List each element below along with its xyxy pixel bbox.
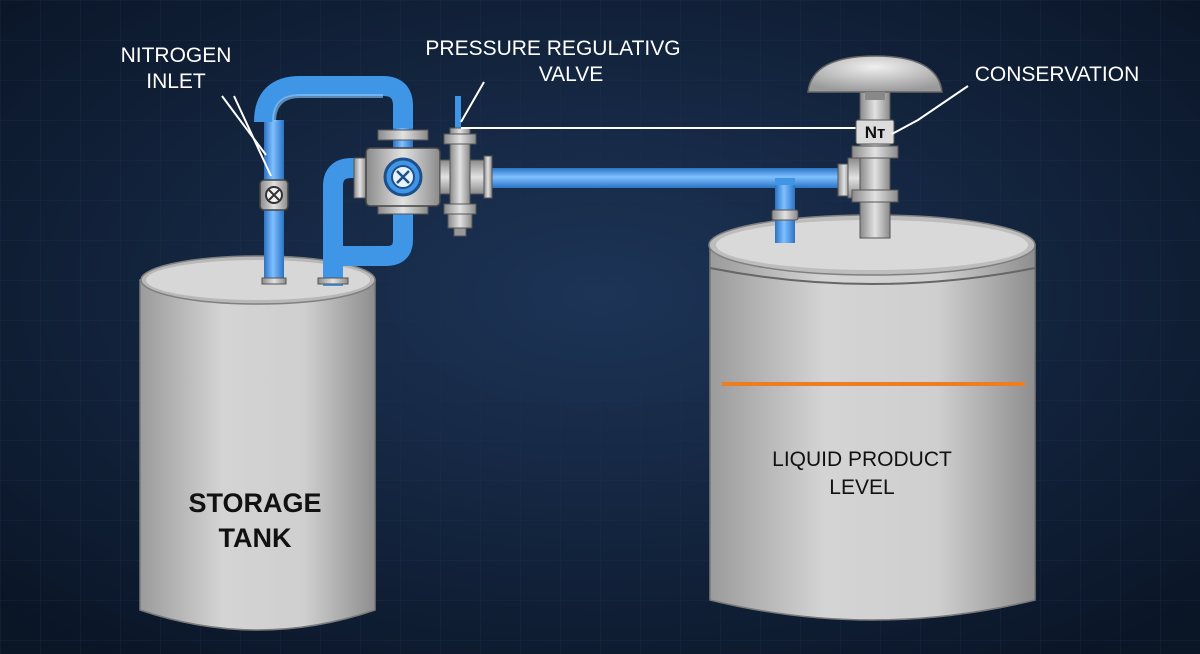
conservation-vent	[807, 55, 943, 239]
label-liquid-level-1: LIQUID PRODUCT	[772, 448, 952, 471]
pressure-regulating-valve	[439, 127, 493, 237]
storage-tank	[139, 255, 376, 631]
label-nitrogen-inlet-2: INLET	[146, 70, 206, 93]
label-n2-marker: Nт	[865, 123, 886, 142]
label-storage-tank-1: STORAGE	[188, 488, 321, 518]
label-storage-tank-2: TANK	[219, 523, 292, 553]
label-conservation: CONSERVATION	[975, 63, 1140, 86]
main-valve	[353, 129, 441, 215]
product-tank	[708, 214, 1036, 621]
label-liquid-level-2: LEVEL	[829, 476, 894, 499]
callout-lines	[221, 81, 969, 177]
label-pressure-valve-1: PRESSURE REGULATIVG	[425, 37, 680, 60]
label-pressure-valve-2: VALVE	[539, 63, 604, 86]
inlet-valve	[259, 179, 289, 211]
pipe-flanges	[261, 209, 799, 285]
label-nitrogen-inlet-1: NITROGEN	[121, 44, 232, 67]
